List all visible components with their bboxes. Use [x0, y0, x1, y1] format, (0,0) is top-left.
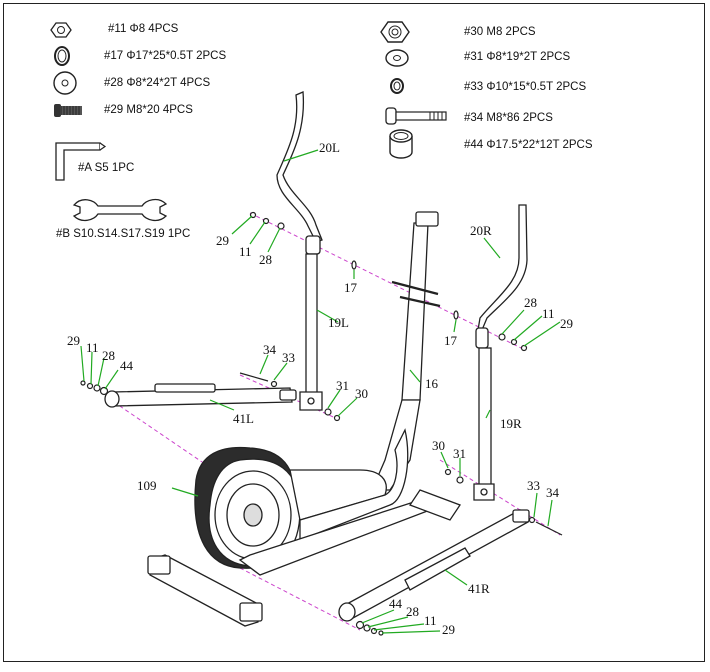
hardware-item-30: #30 M8 2PCS	[464, 26, 536, 38]
callout-109: 109	[137, 478, 157, 493]
callout-28-right-arm: 28	[406, 604, 419, 619]
callout-34-left: 34	[263, 342, 276, 357]
nut-group-30-31-left	[324, 408, 341, 422]
callout-28-left-arm: 28	[102, 348, 115, 363]
hardware-item-29: #29 M8*20 4PCS	[104, 104, 193, 116]
callout-11-left-arm: 11	[86, 340, 99, 355]
callout-16: 16	[425, 376, 438, 391]
handle-arm-20L	[276, 91, 323, 411]
washer-17-left	[351, 260, 357, 270]
callout-29-left-arm: 29	[67, 333, 80, 348]
flat-washer-icon	[53, 71, 77, 95]
callout-41R: 41R	[468, 581, 490, 596]
page-frame	[3, 3, 705, 662]
bushing-icon	[389, 129, 413, 159]
nut-group-30-31-right	[444, 468, 464, 484]
handle-arm-20R	[473, 204, 528, 501]
callout-11-right-arm: 11	[424, 613, 437, 628]
callout-17-right: 17	[444, 333, 457, 348]
callout-31-right: 31	[453, 446, 466, 461]
callout-30-left: 30	[355, 386, 368, 401]
bolt-34-right	[528, 516, 563, 536]
washer-icon	[385, 49, 409, 67]
callout-28-top-right: 28	[524, 295, 537, 310]
front-base	[147, 554, 263, 627]
hardware-item-44: #44 Φ17.5*22*12T 2PCS	[464, 139, 593, 151]
tool-item-a: #A S5 1PC	[78, 162, 135, 174]
callout-34-right: 34	[546, 485, 559, 500]
bolt-group-41L	[80, 380, 109, 396]
rear-rail	[238, 489, 461, 576]
callout-19L: 19L	[328, 315, 349, 330]
callout-29-top-right: 29	[560, 316, 573, 331]
callout-17-left: 17	[344, 280, 357, 295]
nut-icon	[50, 22, 72, 38]
callout-19R: 19R	[500, 416, 522, 431]
bolt-group-20R	[498, 333, 528, 352]
long-bolt-icon	[385, 107, 447, 125]
lock-nut-icon	[380, 21, 410, 43]
hardware-item-34: #34 M8*86 2PCS	[464, 112, 553, 124]
washer-17-right	[453, 310, 459, 320]
hardware-item-17: #17 Φ17*25*0.5T 2PCS	[104, 50, 227, 62]
callout-41L: 41L	[233, 411, 254, 426]
pedal-arm-41R	[338, 509, 530, 622]
thin-washer-icon	[54, 46, 70, 66]
callout-30-right: 30	[432, 438, 445, 453]
bolt-34-left	[239, 372, 278, 388]
callout-29-top-left: 29	[216, 233, 229, 248]
flywheel-housing-109	[194, 428, 409, 569]
callout-28-top-left: 28	[259, 252, 272, 267]
callout-33-right: 33	[527, 478, 540, 493]
bolt-icon	[54, 104, 82, 117]
callout-31-left: 31	[336, 378, 349, 393]
callout-20R: 20R	[470, 223, 492, 238]
hardware-item-11: #11 Φ8 4PCS	[108, 23, 179, 35]
callout-11-top-left: 11	[239, 244, 252, 259]
allen-key-icon	[55, 142, 107, 181]
main-mast-16	[371, 211, 441, 491]
callout-44-left-arm: 44	[120, 358, 133, 373]
bolt-group-20L	[249, 211, 285, 230]
pedal-arm-41L	[104, 383, 297, 408]
callout-20L: 20L	[319, 140, 340, 155]
hardware-item-28: #28 Φ8*24*2T 4PCS	[104, 77, 211, 89]
bolt-group-41R	[355, 620, 384, 636]
callout-44-right-arm: 44	[389, 596, 402, 611]
callout-33-left: 33	[282, 350, 295, 365]
hardware-item-31: #31 Φ8*19*2T 2PCS	[464, 51, 571, 63]
wrench-icon	[72, 198, 168, 222]
small-washer-icon	[390, 78, 404, 94]
hardware-item-33: #33 Φ10*15*0.5T 2PCS	[464, 81, 587, 93]
tool-item-b: #B S10.S14.S17.S19 1PC	[56, 228, 191, 240]
leader-lines	[80, 149, 561, 634]
callout-11-top-right: 11	[542, 306, 555, 321]
callout-29-right-arm: 29	[442, 622, 455, 637]
